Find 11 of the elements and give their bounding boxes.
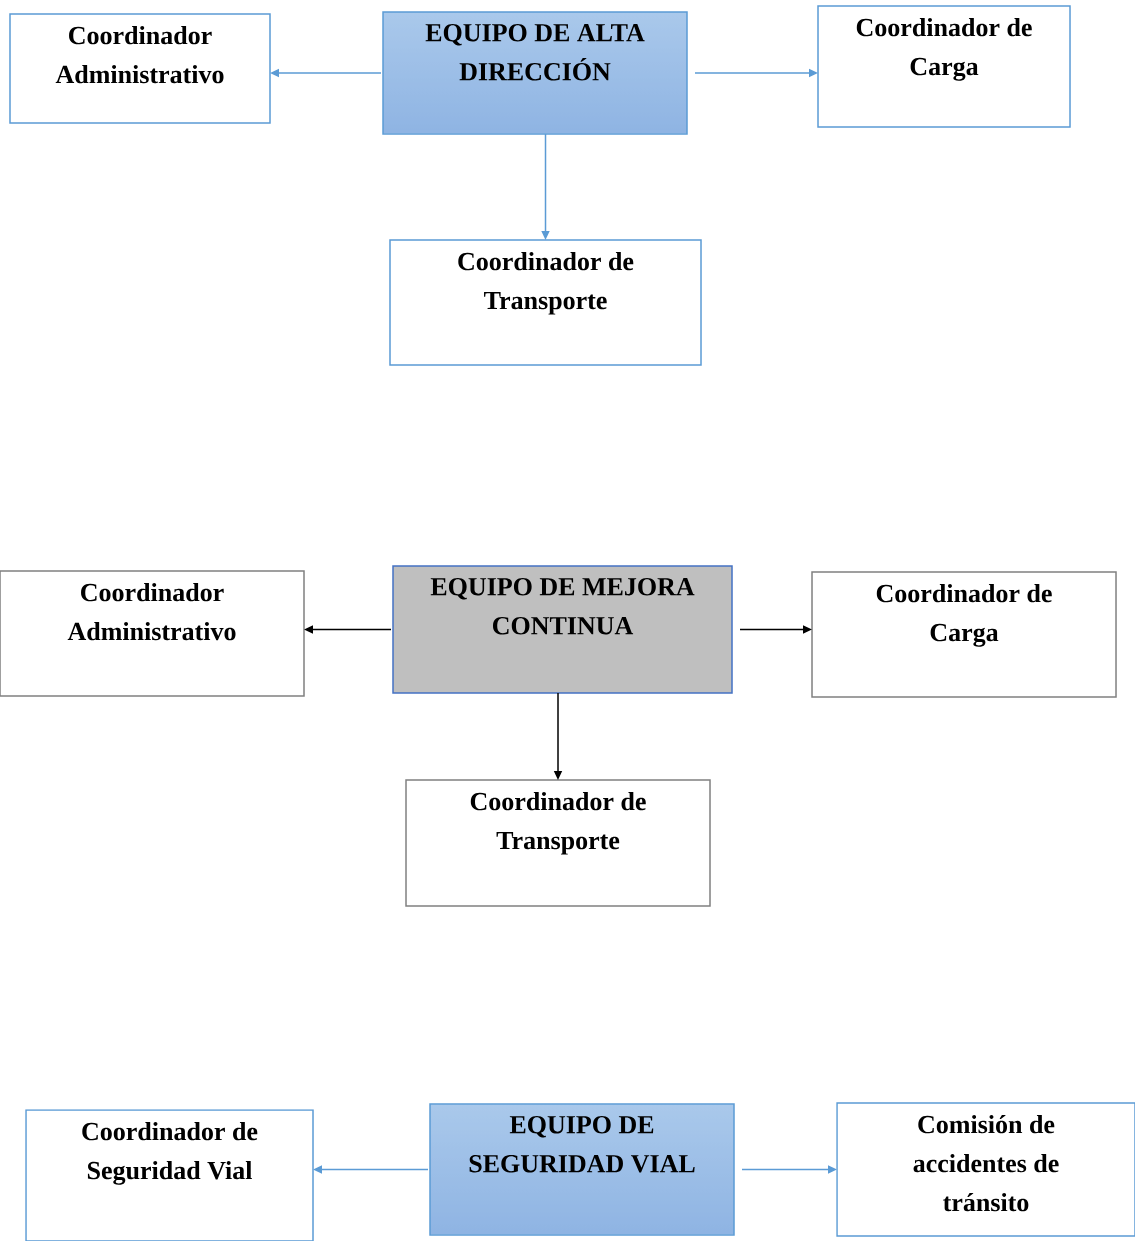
team-box: EQUIPO DE SEGURIDAD VIAL: [429, 1103, 735, 1236]
team-box: EQUIPO DE ALTA DIRECCIÓN: [382, 11, 688, 135]
coordinator-box: Comisión de accidentes de tránsito: [836, 1102, 1135, 1237]
coordinator-box: Coordinador de Transporte: [389, 239, 702, 366]
coordinator-box: Coordinador de Seguridad Vial: [25, 1109, 314, 1241]
coordinator-box: Coordinador Administrativo: [9, 13, 271, 124]
team-box: EQUIPO DE MEJORA CONTINUA: [392, 565, 733, 694]
coordinator-box: Coordinador de Transporte: [405, 779, 711, 907]
coordinator-box: Coordinador de Carga: [817, 5, 1071, 128]
coordinator-box: Coordinador Administrativo: [0, 570, 305, 697]
coordinator-box: Coordinador de Carga: [811, 571, 1117, 698]
